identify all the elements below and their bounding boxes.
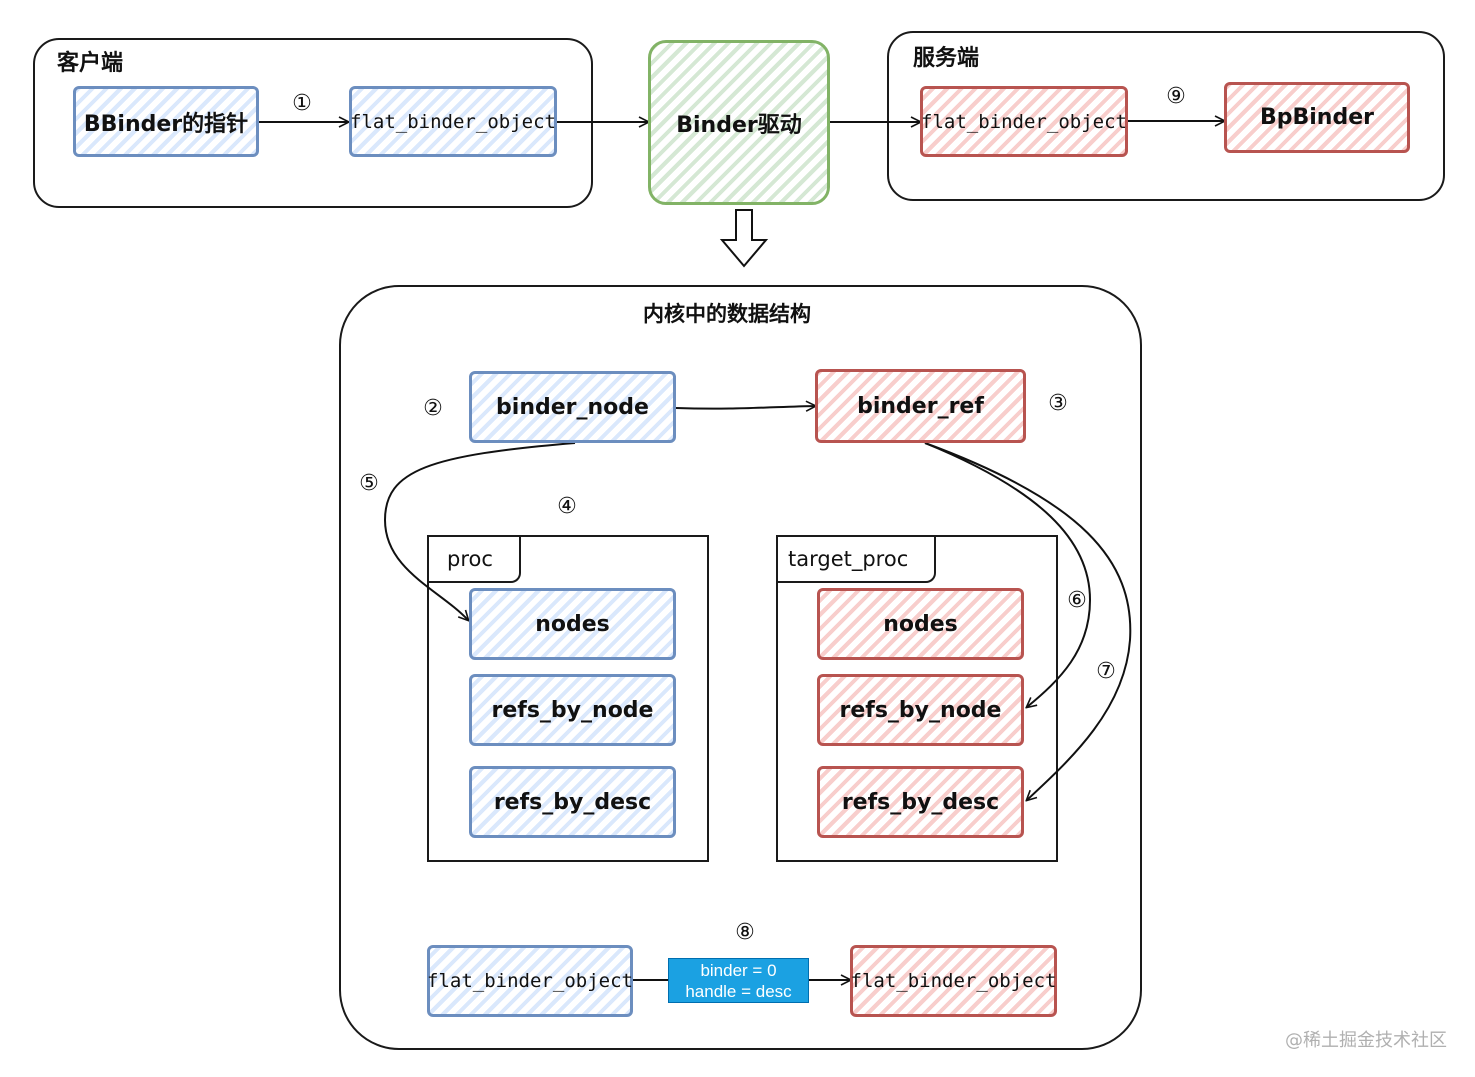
down-arrow bbox=[719, 209, 769, 268]
target-nodes-box: nodes bbox=[817, 588, 1024, 660]
kernel-flat-binder-object-left-box: flat_binder_object bbox=[427, 945, 633, 1017]
binder-driver-box: Binder驱动 bbox=[648, 40, 830, 205]
kernel-flat-binder-object-right-box: flat_binder_object bbox=[850, 945, 1057, 1017]
step-2: ② bbox=[423, 396, 443, 421]
step-7: ⑦ bbox=[1096, 659, 1116, 684]
conversion-line-binder: binder = 0 bbox=[700, 961, 777, 980]
kernel-title: 内核中的数据结构 bbox=[643, 302, 811, 326]
step-5: ⑤ bbox=[359, 471, 379, 496]
conversion-line-handle: handle = desc bbox=[685, 982, 792, 1001]
client-title: 客户端 bbox=[57, 51, 124, 76]
step-1: ① bbox=[292, 91, 312, 116]
proc-nodes-box: nodes bbox=[469, 588, 676, 660]
bbinder-pointer-box: BBinder的指针 bbox=[73, 86, 259, 157]
step-3: ③ bbox=[1048, 391, 1068, 416]
client-flat-binder-object-box: flat_binder_object bbox=[349, 86, 557, 157]
target-proc-tab: target_proc bbox=[778, 537, 936, 583]
proc-refs-by-desc-box: refs_by_desc bbox=[469, 766, 676, 838]
watermark: @稀土掘金技术社区 bbox=[1285, 1030, 1447, 1051]
target-refs-by-desc-box: refs_by_desc bbox=[817, 766, 1024, 838]
conversion-label: binder = 0 handle = desc bbox=[668, 958, 809, 1003]
proc-tab: proc bbox=[429, 537, 521, 583]
step-9: ⑨ bbox=[1166, 84, 1186, 109]
server-frame bbox=[887, 31, 1445, 201]
server-flat-binder-object-box: flat_binder_object bbox=[920, 86, 1128, 157]
step-8: ⑧ bbox=[735, 920, 755, 945]
kernel-frame bbox=[339, 285, 1142, 1050]
step-6: ⑥ bbox=[1067, 588, 1087, 613]
binder-node-box: binder_node bbox=[469, 371, 676, 443]
target-refs-by-node-box: refs_by_node bbox=[817, 674, 1024, 746]
binder-ref-box: binder_ref bbox=[815, 369, 1026, 443]
bpbinder-box: BpBinder bbox=[1224, 82, 1410, 153]
server-title: 服务端 bbox=[913, 46, 980, 71]
client-frame bbox=[33, 38, 593, 208]
step-4: ④ bbox=[557, 494, 577, 519]
proc-refs-by-node-box: refs_by_node bbox=[469, 674, 676, 746]
